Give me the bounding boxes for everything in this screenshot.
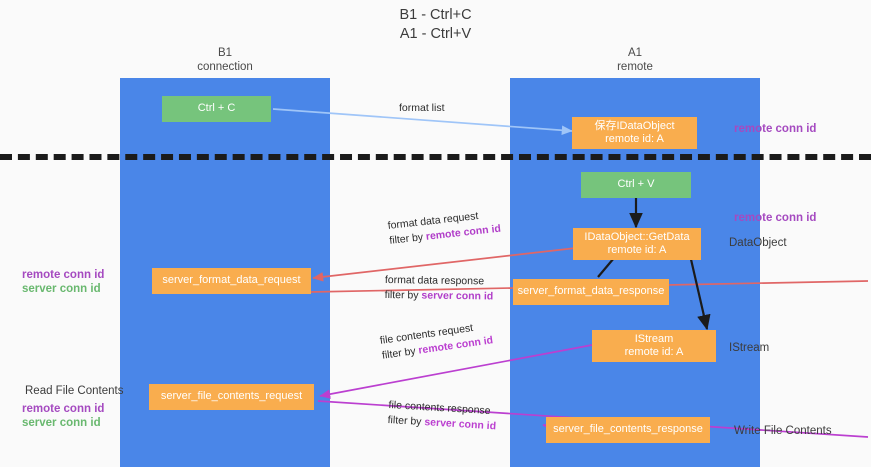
edge-label-format-list: format list — [399, 101, 445, 116]
filter-prefix: filter by — [388, 230, 427, 247]
node-ctrl-v-label: Ctrl + V — [617, 178, 655, 191]
column-header-a1-name: A1 — [627, 47, 643, 59]
annotation-right-mid-remote-conn-id: remote conn id — [734, 212, 817, 224]
node-idataobject-getdata-label: IDataObject::GetData — [584, 230, 690, 243]
edge-label-file-contents-response: file contents response filter by server … — [387, 398, 497, 434]
edge-label-format-data-response-line1: format data response — [384, 273, 485, 288]
column-header-b1-name: B1 — [217, 47, 233, 59]
node-server-format-data-request-label: server_format_data_request — [162, 274, 301, 287]
column-header-a1-sub: remote — [617, 61, 653, 73]
node-ctrl-v[interactable]: Ctrl + V — [581, 172, 691, 198]
column-header-a1: A1 remote — [510, 46, 760, 74]
edge-label-format-data-response-line2: filter by server conn id — [385, 288, 494, 305]
node-server-file-contents-request[interactable]: server_file_contents_request — [149, 384, 314, 410]
node-server-file-contents-response[interactable]: server_file_contents_response — [546, 417, 710, 443]
annotation-dataobject: DataObject — [729, 237, 787, 249]
column-header-b1: B1 connection — [120, 46, 330, 74]
edge-label-format-data-response: format data response filter by server co… — [385, 273, 494, 305]
annotation-left-mid-remote-conn-id: remote conn id — [22, 269, 105, 281]
annotation-left-mid-server-conn-id: server conn id — [22, 283, 101, 295]
node-server-format-data-response[interactable]: server_format_data_response — [513, 279, 669, 305]
node-istream[interactable]: IStream remote id: A — [592, 330, 716, 362]
node-save-idataobject-sub: remote id: A — [605, 133, 664, 145]
node-save-idataobject-label: 保存IDataObject — [594, 119, 675, 132]
filter-prefix: filter by — [384, 288, 422, 302]
annotation-write-file-contents: Write File Contents — [734, 425, 832, 437]
node-idataobject-getdata-sub: remote id: A — [607, 244, 667, 256]
title-line-1: B1 - Ctrl+C — [399, 7, 472, 23]
annotation-read-file-contents: Read File Contents — [25, 385, 124, 397]
node-istream-label: IStream — [634, 332, 674, 345]
page-title: B1 - Ctrl+C A1 - Ctrl+V — [0, 6, 871, 44]
annotation-left-bot-remote-conn-id: remote conn id — [22, 403, 105, 415]
filter-prefix: filter by — [387, 413, 425, 429]
annotation-right-top-remote-conn-id: remote conn id — [734, 123, 817, 135]
annotation-istream: IStream — [729, 342, 770, 354]
filter-prefix: filter by — [381, 344, 420, 362]
node-idataobject-getdata[interactable]: IDataObject::GetData remote id: A — [573, 228, 701, 260]
edge-label-format-list-text: format list — [399, 102, 445, 114]
section-divider — [0, 154, 871, 160]
node-server-format-data-request[interactable]: server_format_data_request — [152, 268, 311, 294]
annotation-left-bot-server-conn-id: server conn id — [22, 417, 101, 429]
node-istream-sub: remote id: A — [624, 346, 684, 358]
edge-label-format-data-request: format data request filter by remote con… — [387, 207, 502, 249]
node-server-format-data-response-label: server_format_data_response — [517, 285, 665, 298]
node-ctrl-c[interactable]: Ctrl + C — [162, 96, 271, 122]
title-line-2: A1 - Ctrl+V — [399, 26, 472, 42]
filter-key-server-conn-id: server conn id — [421, 289, 494, 303]
node-server-file-contents-request-label: server_file_contents_request — [160, 390, 303, 403]
filter-key-server-conn-id: server conn id — [424, 416, 497, 433]
node-ctrl-c-label: Ctrl + C — [197, 102, 236, 115]
node-save-idataobject[interactable]: 保存IDataObject remote id: A — [572, 117, 697, 149]
node-server-file-contents-response-label: server_file_contents_response — [553, 423, 703, 436]
column-header-b1-sub: connection — [197, 61, 253, 73]
edge-label-file-contents-request: file contents request filter by remote c… — [379, 318, 494, 363]
